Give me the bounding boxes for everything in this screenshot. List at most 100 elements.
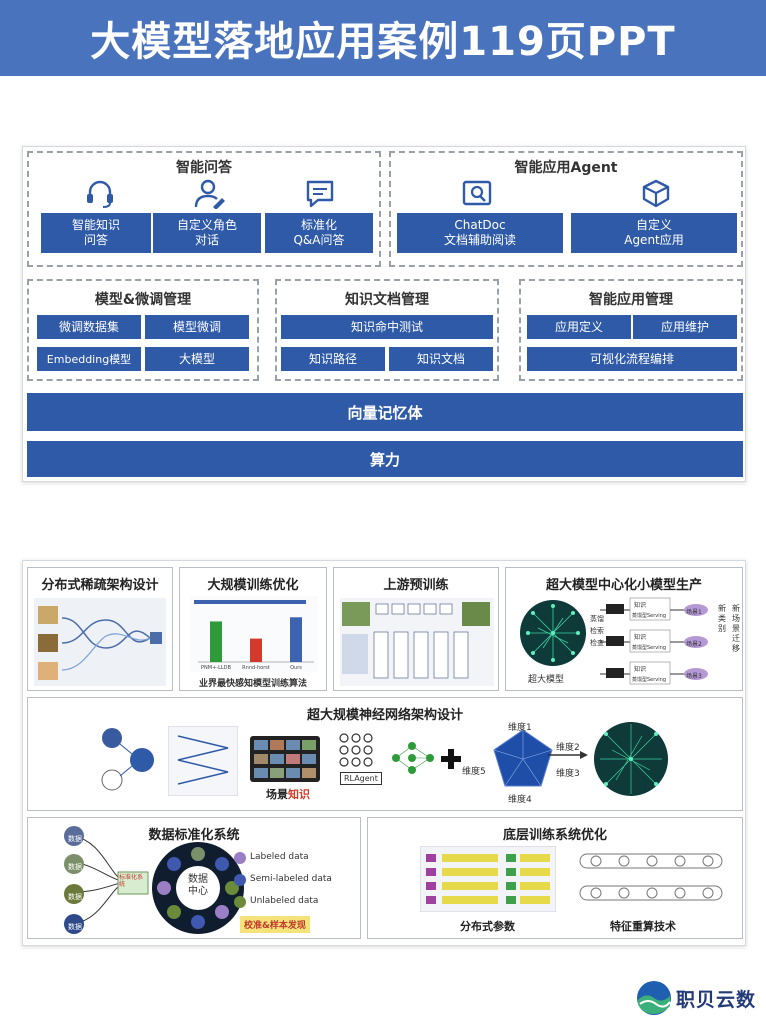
dim-5-label: 维度5 — [462, 767, 486, 777]
model-group: 模型&微调管理 微调数据集 模型微调 Embedding模型 大模型 — [27, 279, 259, 381]
feature-recompute-figure — [579, 853, 723, 901]
chat-icon — [306, 180, 334, 208]
model-title: 模型&微调管理 — [94, 292, 192, 308]
qa-standard-button[interactable]: 标准化 Q&A问答 — [265, 213, 373, 253]
qa-role-button[interactable]: 自定义角色 对话 — [153, 213, 261, 253]
source-1-label: 数据 — [68, 835, 82, 843]
feature-recompute-label: 特征重算技术 — [610, 920, 676, 933]
finetune-dataset-button[interactable]: 微调数据集 — [37, 315, 141, 339]
big-model-label: 超大模型 — [528, 675, 565, 685]
data-standard-title: 数据标准化系统 — [148, 828, 240, 843]
knowledge-document-button[interactable]: 知识文档 — [389, 347, 493, 371]
appmgr-group: 智能应用管理 应用定义 应用维护 可视化流程编排 — [519, 279, 743, 381]
retrieve-label: 检索 — [590, 627, 604, 635]
nas-panel: 超大规模神经网络架构设计 场景知识 RLAgent 维度1 — [27, 697, 743, 811]
app-define-button[interactable]: 应用定义 — [527, 315, 631, 339]
qa-title: 智能问答 — [176, 160, 232, 176]
chart-xlabel-3: Ours — [290, 665, 302, 671]
kdoc-group: 知识文档管理 知识命中测试 知识路径 知识文档 — [275, 279, 499, 381]
banner-title: 大模型落地应用案例119页PPT — [0, 0, 766, 76]
unlabeled-data-label: Unlabeled data — [250, 896, 319, 906]
large-model-button[interactable]: 大模型 — [145, 347, 249, 371]
distill-label: 蒸馏 — [590, 615, 604, 623]
agent-title: 智能应用Agent — [514, 160, 618, 176]
appmgr-title: 智能应用管理 — [589, 292, 673, 308]
research-diagram: 分布式稀疏架构设计 大规模训练优化 PNM+-LLDB Rnnd-horst O… — [22, 560, 746, 946]
scene-2-label: 场景2 — [686, 641, 702, 648]
serving-label-2: 蒸馏型Serving — [632, 645, 666, 651]
user-scene-figure — [101, 728, 154, 791]
zigzag-figure — [168, 726, 238, 796]
chart-bar-2 — [250, 638, 262, 662]
headset-icon — [87, 180, 113, 208]
vector-memory-bar: 向量记忆体 — [27, 393, 743, 431]
chatdoc-button[interactable]: ChatDoc 文档辅助阅读 — [397, 213, 563, 253]
rl-grid-icon — [339, 733, 373, 767]
big-model-network-icon — [520, 600, 586, 666]
knowledge-label-3: 知识 — [634, 666, 647, 673]
source-3-label: 数据 — [68, 893, 82, 901]
scene-3-label: 场景3 — [686, 673, 702, 680]
knowledge-label-1: 知识 — [634, 602, 647, 609]
serving-label-1: 蒸馏型Serving — [632, 613, 666, 619]
distributed-params-label: 分布式参数 — [460, 920, 515, 933]
dim-1-label: 维度1 — [508, 723, 532, 733]
data-center-ring — [152, 842, 244, 934]
training-opt-panel: 大规模训练优化 PNM+-LLDB Rnnd-horst Ours 业界最快感知… — [179, 567, 327, 691]
architecture-diagram: 智能问答 智能知识 问答 自定义角色 对话 标准化 Q&A问答 智能应用Agen… — [22, 146, 746, 482]
agent-group: 智能应用Agent ChatDoc 文档辅助阅读 自定义 Agent应用 — [389, 151, 743, 267]
source-2-label: 数据 — [68, 863, 82, 871]
knowledge-path-button[interactable]: 知识路径 — [281, 347, 385, 371]
user-edit-icon — [194, 179, 225, 209]
visual-flow-button[interactable]: 可视化流程编排 — [527, 347, 737, 371]
chart-xlabel-2: Rnnd-horst — [242, 665, 270, 671]
dim-4-label: 维度4 — [508, 795, 532, 805]
data-center-label: 数据 中心 — [188, 874, 208, 897]
check-label: 检查 — [590, 639, 604, 647]
pretrain-panel: 上游预训练 — [333, 567, 499, 691]
dim-2-label: 维度2 — [556, 743, 580, 753]
document-search-icon — [462, 180, 492, 206]
standard-system-label: 标准化系统 — [119, 874, 144, 888]
qa-knowledge-button[interactable]: 智能知识 问答 — [41, 213, 151, 253]
rl-agent-label: RLAgent — [340, 772, 382, 785]
brand-logo-icon — [637, 981, 671, 1015]
custom-agent-button[interactable]: 自定义 Agent应用 — [571, 213, 737, 253]
knowledge-label-2: 知识 — [634, 634, 647, 641]
chart-xlabel-1: PNM+-LLDB — [201, 665, 231, 671]
arrow-right-icon — [548, 751, 588, 759]
unlabeled-dot — [234, 896, 246, 908]
training-system-title: 底层训练系统优化 — [502, 828, 607, 843]
training-speed-chart: PNM+-LLDB Rnnd-horst Ours — [190, 596, 318, 672]
dim-3-label: 维度3 — [556, 769, 580, 779]
serving-label-3: 蒸馏型Serving — [632, 677, 666, 683]
knowledge-hit-test-button[interactable]: 知识命中测试 — [281, 315, 493, 339]
radar-icon — [493, 729, 553, 787]
pretrain-figure — [340, 598, 494, 686]
training-opt-caption: 业界最快感知模型训练算法 — [198, 679, 307, 689]
small-model-flows — [600, 597, 708, 685]
chart-bar-1 — [210, 621, 222, 662]
new-category-label: 新类别 — [718, 604, 726, 633]
center-model-title: 超大模型中心化小模型生产 — [545, 578, 702, 593]
semi-labeled-data-label: Semi-labeled data — [250, 874, 332, 884]
data-sources-figure — [64, 826, 149, 934]
embedding-model-button[interactable]: Embedding模型 — [37, 347, 141, 371]
compute-bar: 算力 — [27, 441, 743, 477]
scene-video-wall — [250, 736, 320, 782]
sparse-arch-title: 分布式稀疏架构设计 — [41, 578, 159, 593]
sparse-arch-panel: 分布式稀疏架构设计 — [27, 567, 173, 691]
app-maintain-button[interactable]: 应用维护 — [633, 315, 737, 339]
labeled-data-label: Labeled data — [250, 852, 309, 862]
source-4-label: 数据 — [68, 923, 82, 931]
data-standard-panel: 数据标准化系统 数据 数据 数据 数据 标准化系统 数据 中心 Labeled … — [27, 817, 361, 939]
training-system-panel: 底层训练系统优化 分布式参数 特征重算技术 — [367, 817, 743, 939]
brand-logo-text: 职贝云数 — [676, 988, 757, 1011]
semi-labeled-dot — [234, 874, 246, 886]
qa-group: 智能问答 智能知识 问答 自定义角色 对话 标准化 Q&A问答 — [27, 151, 381, 267]
result-network-icon — [594, 722, 668, 796]
model-finetune-button[interactable]: 模型微调 — [145, 315, 249, 339]
sparse-arch-figure — [34, 598, 166, 686]
distributed-params-figure — [420, 846, 556, 912]
training-opt-title: 大规模训练优化 — [207, 578, 299, 593]
